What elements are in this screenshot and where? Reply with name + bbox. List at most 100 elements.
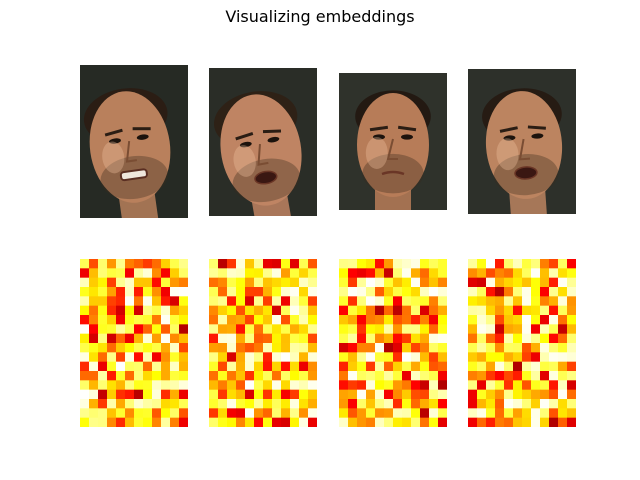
heatmap-cell <box>477 305 487 316</box>
heatmap-cell <box>339 305 349 316</box>
heatmap-cell <box>170 305 180 316</box>
heatmap-cell <box>366 315 376 325</box>
heatmap-cell <box>107 324 117 335</box>
heatmap-cell <box>98 408 108 419</box>
heatmap-cell <box>254 287 264 297</box>
heatmap-cell <box>89 268 99 279</box>
heatmap-cell <box>393 287 403 297</box>
heatmap-cell <box>134 315 144 325</box>
heatmap-cell <box>98 343 108 353</box>
heatmap-cell <box>116 371 126 381</box>
heatmap-cell <box>263 268 273 279</box>
heatmap-cell <box>290 343 300 353</box>
heatmap-cell <box>272 296 282 307</box>
heatmap-cell <box>384 399 394 409</box>
heatmap-cell <box>339 417 349 427</box>
heatmap-cell <box>522 315 532 325</box>
heatmap-cell <box>179 296 188 307</box>
heatmap-cell <box>504 259 514 269</box>
heatmap-cell <box>486 380 496 391</box>
heatmap-cell <box>245 380 255 391</box>
heatmap-cell <box>80 399 90 409</box>
heatmap-cell <box>80 361 90 372</box>
heatmap-cell <box>143 408 153 419</box>
heatmap-cell <box>348 380 358 391</box>
heatmap-cell <box>263 333 273 344</box>
heatmap-cell <box>227 268 237 279</box>
heatmap-cell <box>116 343 126 353</box>
heatmap-cell <box>549 389 559 400</box>
heatmap-cell <box>80 277 90 288</box>
heatmap-cell <box>375 361 385 372</box>
heatmap-cell <box>98 399 108 409</box>
heatmap-cell <box>80 389 90 400</box>
heatmap-cell <box>495 417 505 427</box>
heatmap-cell <box>495 371 505 381</box>
heatmap-cell <box>227 343 237 353</box>
heatmap-cell <box>393 305 403 316</box>
heatmap-cell <box>348 315 358 325</box>
heatmap-cell <box>357 408 367 419</box>
heatmap-cell <box>254 389 264 400</box>
heatmap-cell <box>290 315 300 325</box>
heatmap-cell <box>402 259 412 269</box>
heatmap-cell <box>468 259 478 269</box>
heatmap-cell <box>486 259 496 269</box>
heatmap-cell <box>218 315 228 325</box>
heatmap-cell <box>152 315 162 325</box>
heatmap-cell <box>179 417 188 427</box>
heatmap-cell <box>522 296 532 307</box>
heatmap-cell <box>89 333 99 344</box>
heatmap-cell <box>272 277 282 288</box>
heatmap-cell <box>375 305 385 316</box>
heatmap-cell <box>366 333 376 344</box>
heatmap-cell <box>429 296 439 307</box>
face-highlight <box>496 138 519 171</box>
heatmap-cell <box>80 371 90 381</box>
heatmap-cell <box>468 305 478 316</box>
heatmap-cell <box>161 315 171 325</box>
heatmap-cell <box>549 315 559 325</box>
heatmap-cell <box>402 361 412 372</box>
heatmap-cell <box>80 417 90 427</box>
heatmap-cell <box>179 408 188 419</box>
heatmap-cell <box>420 277 430 288</box>
heatmap-cell <box>116 399 126 409</box>
heatmap-cell <box>245 371 255 381</box>
heatmap-cell <box>357 380 367 391</box>
heatmap-cell <box>263 361 273 372</box>
heatmap-cell <box>468 389 478 400</box>
heatmap-cell <box>477 352 487 363</box>
heatmap-cell <box>227 408 237 419</box>
heatmap-cell <box>218 408 228 419</box>
heatmap-cell <box>402 268 412 279</box>
heatmap-cell <box>218 352 228 363</box>
heatmap-cell <box>402 287 412 297</box>
face-highlight <box>233 145 256 177</box>
heatmap-cell <box>477 408 487 419</box>
heatmap-cell <box>107 259 117 269</box>
heatmap-cell <box>80 408 90 419</box>
heatmap-cell <box>290 268 300 279</box>
heatmap-cell <box>80 352 90 363</box>
heatmap-cell <box>263 324 273 335</box>
figure-title: Visualizing embeddings <box>225 7 415 26</box>
heatmap-cell <box>402 371 412 381</box>
heatmap-cell <box>429 352 439 363</box>
heatmap-cell <box>513 268 523 279</box>
heatmap-cell <box>299 343 309 353</box>
heatmap-cell <box>549 361 559 372</box>
heatmap-cell <box>549 371 559 381</box>
heatmap-cell <box>152 371 162 381</box>
heatmap-cell <box>236 296 246 307</box>
heatmap-cell <box>98 305 108 316</box>
heatmap-cell <box>357 352 367 363</box>
heatmap-cell <box>161 408 171 419</box>
heatmap-cell <box>89 371 99 381</box>
face-beard <box>362 153 424 194</box>
heatmap-cell <box>567 352 576 363</box>
heatmap-cell <box>143 352 153 363</box>
heatmap-cell <box>272 287 282 297</box>
heatmap-cell <box>308 361 317 372</box>
heatmap-cell <box>161 417 171 427</box>
